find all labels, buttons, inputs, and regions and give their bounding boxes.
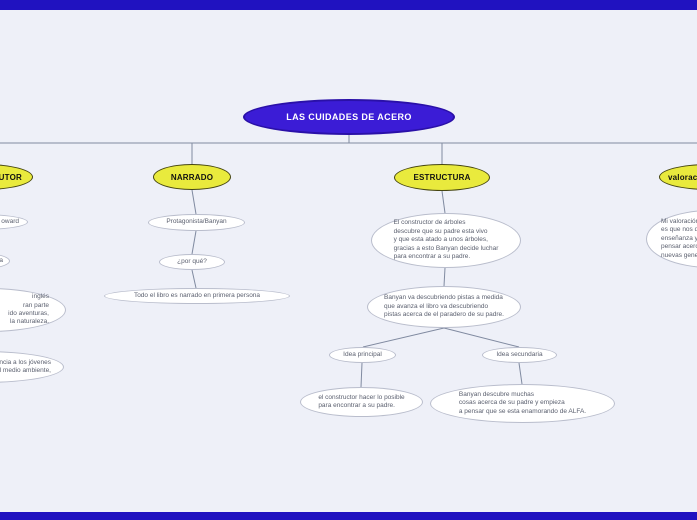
node-idea-principal-detalle[interactable]: el constructor hacer lo posible para enc…	[300, 387, 423, 417]
topic-estructura-label: ESTRUCTURA	[413, 173, 471, 182]
node-estructura-resumen[interactable]: El constructor de árboles descubre que s…	[371, 213, 521, 268]
node-autor-note[interactable]: a	[0, 253, 10, 269]
node-protagonista[interactable]: Protagonista/Banyan	[148, 214, 245, 231]
node-topic-autor[interactable]: AUTOR	[0, 164, 33, 190]
node-topic-estructura[interactable]: ESTRUCTURA	[394, 164, 490, 191]
root-label: LAS CUIDADES DE ACERO	[286, 112, 412, 122]
topic-narrado-label: NARRADO	[170, 172, 214, 182]
node-estructura-desarrollo[interactable]: Banyan va descubriendo pistas a medida q…	[367, 286, 521, 328]
node-root-title[interactable]: LAS CUIDADES DE ACERO	[243, 99, 455, 135]
node-topic-valoracion[interactable]: valoración	[659, 164, 697, 190]
node-idea-secundaria[interactable]: Idea secundaria	[482, 347, 557, 363]
bottom-frame-bar	[0, 512, 697, 520]
node-idea-principal[interactable]: Idea principal	[329, 347, 396, 363]
topic-valoracion-label: valoración	[668, 172, 697, 182]
top-frame-bar	[0, 0, 697, 10]
node-valoracion-texto[interactable]: Mi valoración so es que nos deja enseñan…	[646, 210, 697, 268]
node-por-que[interactable]: ¿por qué?	[159, 254, 225, 270]
topic-autor-label: AUTOR	[0, 172, 22, 182]
node-narracion-primera-persona[interactable]: Todo el libro es narrado en primera pers…	[104, 288, 290, 304]
node-topic-narrado[interactable]: NARRADO	[153, 164, 231, 190]
node-autor-bio[interactable]: inglés ran parte ido aventuras, la natur…	[0, 288, 66, 332]
node-idea-secundaria-detalle[interactable]: Banyan descubre muchas cosas acerca de s…	[430, 384, 615, 423]
node-autor-name[interactable]: oward	[0, 214, 28, 230]
node-autor-theme[interactable]: ciencia a los jóvenes y el medio ambient…	[0, 351, 64, 383]
